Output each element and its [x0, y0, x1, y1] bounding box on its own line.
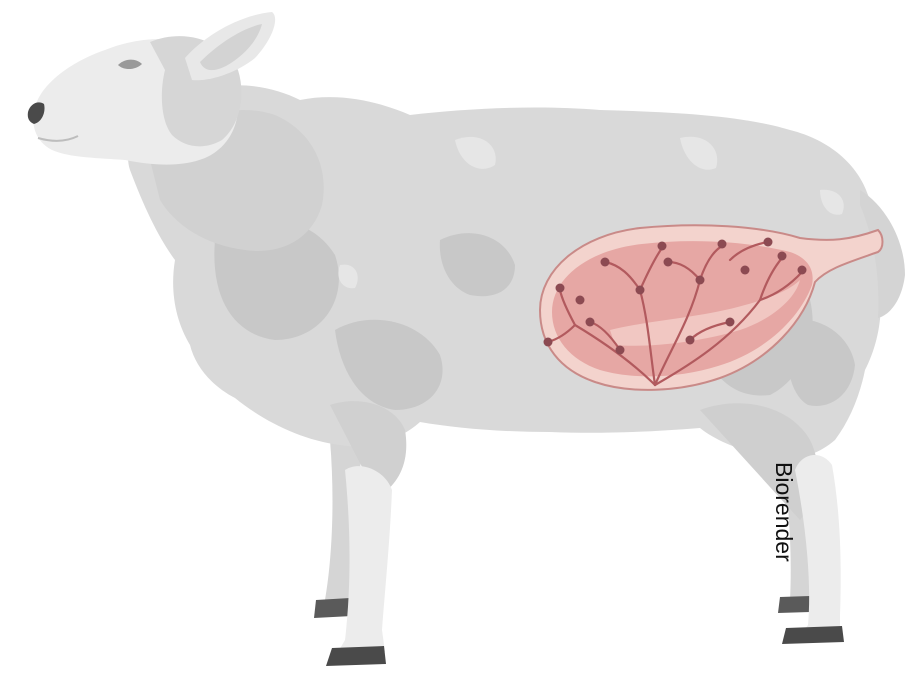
cotyledon	[636, 286, 645, 295]
near-front-hoof	[326, 646, 386, 666]
near-hind-hoof	[782, 626, 844, 644]
cotyledon	[556, 284, 565, 293]
cotyledon	[741, 266, 750, 275]
cotyledon	[798, 266, 807, 275]
credit-label: Biorender	[772, 462, 795, 562]
far-hind-hoof	[778, 596, 810, 613]
cotyledon	[764, 238, 773, 247]
cotyledon	[664, 258, 673, 267]
cotyledon	[616, 346, 625, 355]
cotyledon	[778, 252, 787, 261]
cotyledon	[544, 338, 553, 347]
cotyledon	[718, 240, 727, 249]
cotyledon	[658, 242, 667, 251]
cotyledon	[576, 296, 585, 305]
cotyledon	[686, 336, 695, 345]
cotyledon	[726, 318, 735, 327]
cotyledon	[696, 276, 705, 285]
cotyledon	[601, 258, 610, 267]
cotyledon	[586, 318, 595, 327]
far-front-hoof	[314, 598, 352, 618]
